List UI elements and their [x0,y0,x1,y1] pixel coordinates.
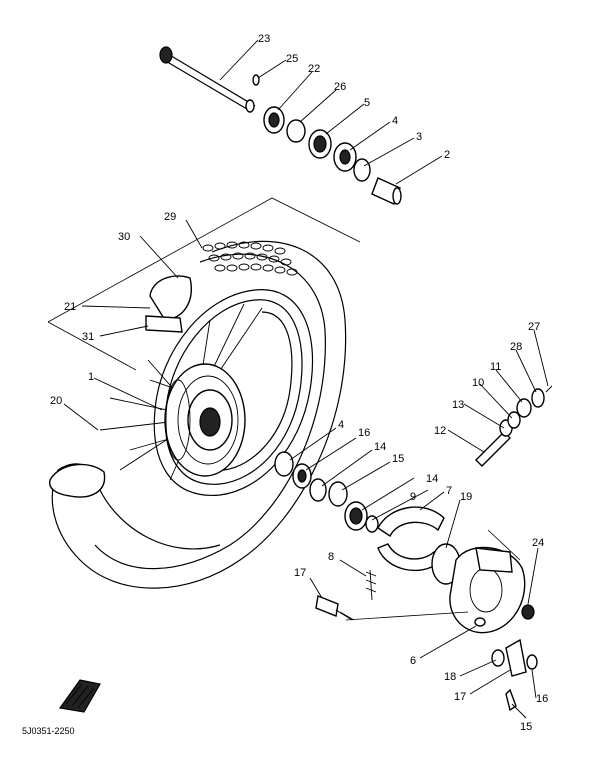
callout-28: 25 [286,53,298,65]
callout-32: 29 [164,211,176,223]
callout-13: 13 [452,399,464,411]
callout-11: 12 [434,425,446,437]
callout-31: 28 [510,341,522,353]
callout-14a: 14 [374,441,386,453]
callout-18: 15 [520,721,532,733]
callout-15: 15 [392,453,404,465]
callout-22: 19 [460,491,472,503]
callout-21: 18 [444,671,456,683]
callout-7: 7 [446,485,452,497]
callout-8: 8 [328,551,334,563]
callout-12: 11 [490,361,501,373]
callout-6a: 6 [410,655,416,667]
callout-20: 17 [294,567,306,579]
hub-right-parts [274,451,379,533]
callout-14b: 14 [426,473,438,485]
callout-27: 24 [532,537,544,549]
drawing-code: 5J0351-2250 [22,726,75,736]
tire [48,240,347,589]
callout-25: 22 [308,63,320,75]
leader-lines [63,39,549,719]
callout-5: 5 [364,97,370,109]
axle-group [159,46,402,205]
callout-34: 31 [82,331,94,343]
callout-1: 1 [88,371,94,383]
callout-19: 16 [536,693,548,705]
parts-block-symbol [58,679,101,713]
callout-2: 2 [444,149,450,161]
callout-17: 17 [454,691,466,703]
callout-30: 27 [528,321,540,333]
cam-lever-parts [475,385,553,467]
hub [164,363,246,477]
brake-assembly [365,506,535,634]
tread-pattern [202,241,298,276]
callout-24: 21 [64,301,76,313]
callout-33: 30 [118,231,130,243]
lower-small-parts [315,595,538,712]
callout-29: 26 [334,81,346,93]
callout-labels: 23 25 22 26 5 4 3 2 29 30 21 31 1 20 4 1… [22,33,548,736]
callout-3: 3 [416,131,422,143]
callout-16: 16 [358,427,370,439]
callout-4b: 4 [338,419,344,431]
callout-10: 10 [472,377,484,389]
callout-26: 23 [258,33,270,45]
callout-9: 9 [410,491,416,503]
callout-23: 20 [50,395,62,407]
callout-4a: 4 [392,115,398,127]
